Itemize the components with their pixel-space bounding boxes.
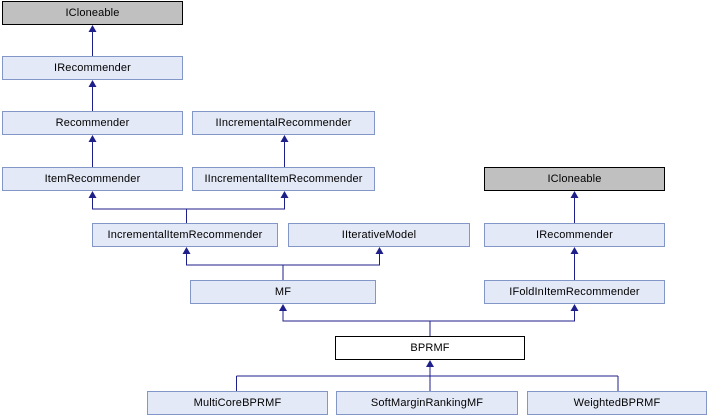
node-multicorebprmf[interactable]: MultiCoreBPRMF (147, 391, 328, 415)
node-irecommender-left[interactable]: IRecommender (2, 56, 183, 80)
node-itemrecommender[interactable]: ItemRecommender (2, 167, 183, 191)
node-ifoldinitemrecommender[interactable]: IFoldInItemRecommender (484, 280, 665, 304)
arrowheads (88, 25, 579, 367)
node-recommender[interactable]: Recommender (2, 111, 183, 135)
node-iiterativemodel[interactable]: IIterativeModel (288, 223, 470, 247)
node-irecommender-right[interactable]: IRecommender (484, 223, 665, 247)
node-bprmf[interactable]: BPRMF (335, 336, 525, 360)
node-icloneable-top[interactable]: ICloneable (2, 1, 183, 25)
node-icloneable-right[interactable]: ICloneable (484, 167, 665, 191)
node-iincrementalrecommender[interactable]: IIncrementalRecommender (192, 111, 375, 135)
node-softmarginrankingmf[interactable]: SoftMarginRankingMF (336, 391, 518, 415)
node-weightedbprmf[interactable]: WeightedBPRMF (527, 391, 707, 415)
node-incrementalitemrecommender[interactable]: IncrementalItemRecommender (92, 223, 278, 247)
node-mf[interactable]: MF (190, 280, 376, 304)
node-iincrementalitemrecommender[interactable]: IIncrementalItemRecommender (192, 167, 375, 191)
